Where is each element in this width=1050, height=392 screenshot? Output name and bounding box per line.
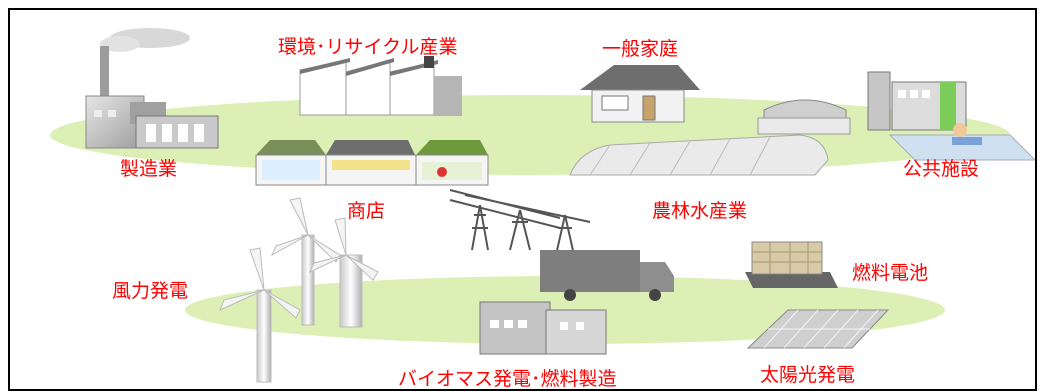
label-shop: 商店	[347, 200, 386, 222]
power-tower-icon	[449, 189, 591, 256]
recycling-plant-icon	[299, 56, 462, 116]
diagram-frame: 製造業 環境･リサイクル産業 一般家庭 公共施設 商店 農林水産業 風力発電 燃…	[8, 8, 1037, 391]
label-public-facility: 公共施設	[903, 158, 980, 180]
house-icon	[580, 65, 700, 123]
wind-turbine-icon	[219, 197, 379, 383]
greenhouse-icon	[569, 134, 829, 176]
illustration	[50, 28, 1035, 383]
factory-icon	[85, 28, 219, 149]
truck-icon	[540, 250, 674, 301]
label-solar-power: 太陽光発電	[760, 364, 856, 386]
label-manufacturing: 製造業	[120, 158, 178, 180]
label-wind-power: 風力発電	[112, 280, 189, 302]
public-building-icon	[867, 71, 1035, 161]
fuel-cell-icon	[745, 241, 838, 288]
solar-panel-icon	[746, 309, 890, 349]
label-agriculture: 農林水産業	[652, 200, 748, 222]
label-recycling: 環境･リサイクル産業	[278, 36, 458, 58]
biomass-plant-icon	[479, 301, 607, 355]
label-biomass: バイオマス発電･燃料製造	[398, 368, 617, 390]
label-fuel-cell: 燃料電池	[852, 262, 929, 284]
shop-icon	[255, 140, 489, 186]
label-household: 一般家庭	[602, 38, 679, 60]
gymnasium-icon	[757, 99, 851, 135]
